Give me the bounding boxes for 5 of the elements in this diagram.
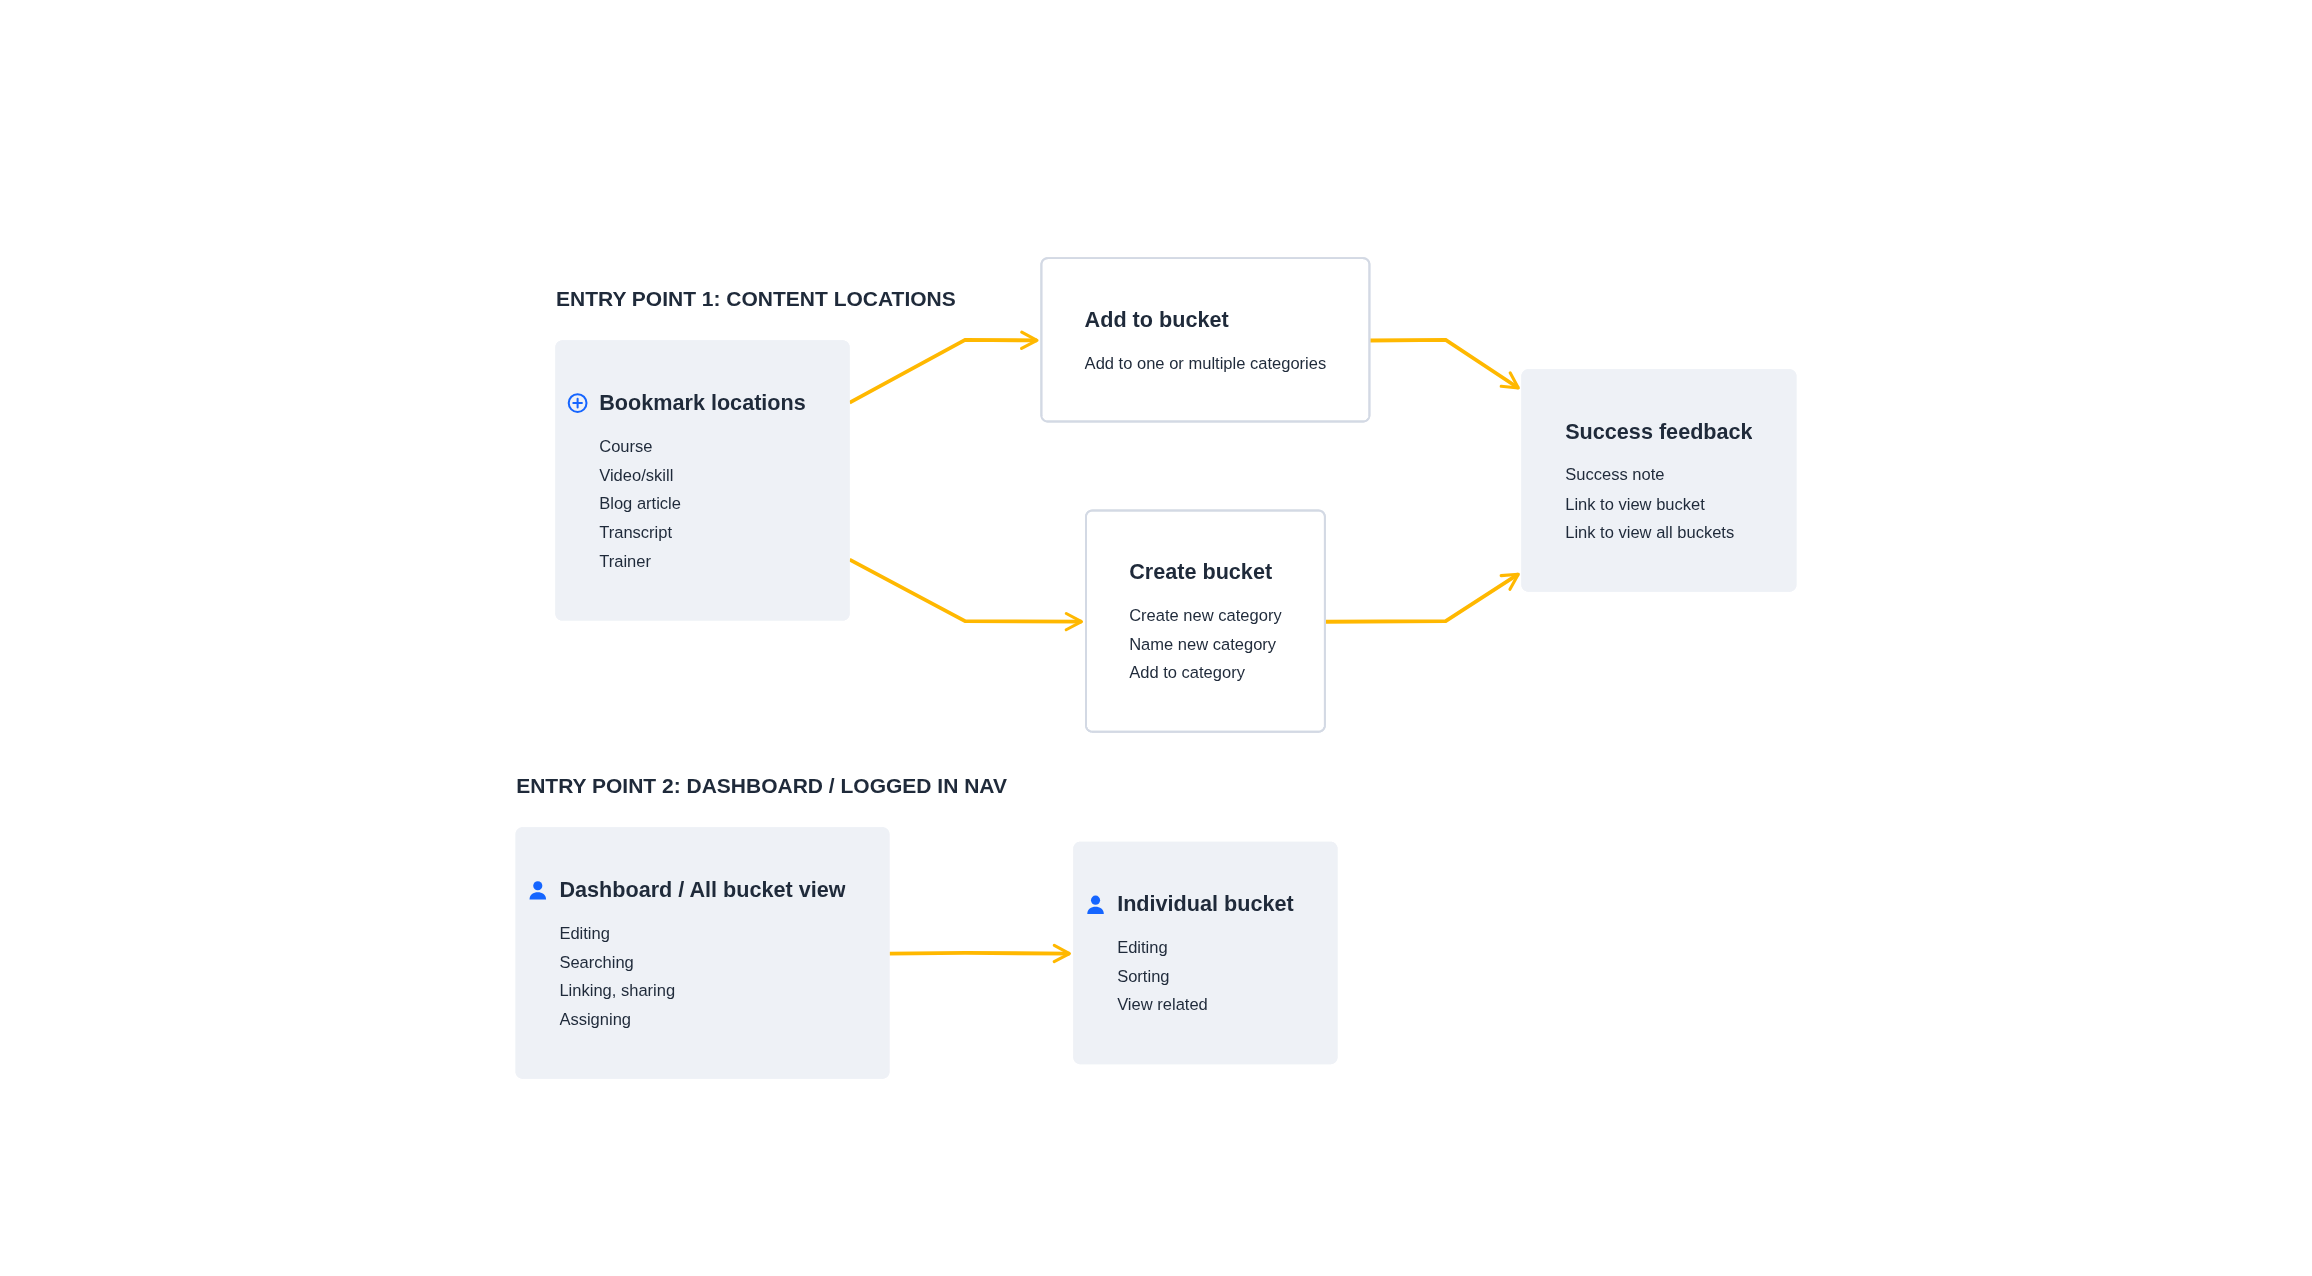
section-heading: ENTRY POINT 1: CONTENT LOCATIONS (556, 286, 956, 311)
section-heading: ENTRY POINT 2: DASHBOARD / LOGGED IN NAV (516, 773, 1007, 798)
arrow (1370, 337, 1520, 390)
arrow (1325, 572, 1520, 624)
arrow (889, 943, 1071, 964)
